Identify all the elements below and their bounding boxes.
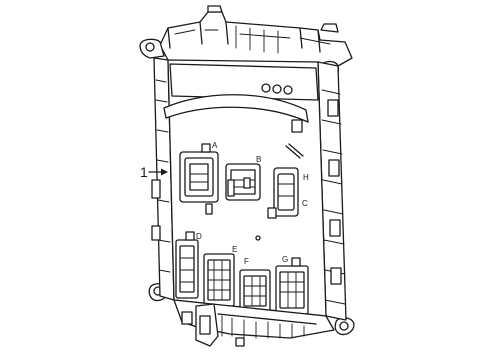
connector-e-label: E	[232, 245, 237, 254]
callout-1: 1	[140, 164, 168, 180]
connector-f-label: F	[244, 257, 249, 266]
connector-b-label: B	[256, 155, 261, 164]
connector-e: E	[203, 245, 237, 307]
connector-b: B	[225, 155, 261, 201]
connector-d-label: D	[196, 232, 202, 241]
bottom-base	[173, 299, 335, 347]
right-side-wall	[317, 61, 347, 321]
connector-c: C H	[267, 143, 309, 219]
connector-a-label: A	[212, 141, 218, 150]
connector-c-label: C	[302, 199, 308, 208]
connector-g: G	[275, 255, 309, 315]
connector-g-label: G	[282, 255, 288, 264]
connector-f: F	[239, 257, 271, 313]
connector-d: D	[175, 231, 202, 299]
callout-number: 1	[140, 164, 148, 180]
top-rim	[159, 5, 353, 67]
connector-a: A	[179, 141, 219, 215]
callout-arrow-icon	[161, 168, 168, 176]
connector-h-label: H	[303, 173, 309, 182]
